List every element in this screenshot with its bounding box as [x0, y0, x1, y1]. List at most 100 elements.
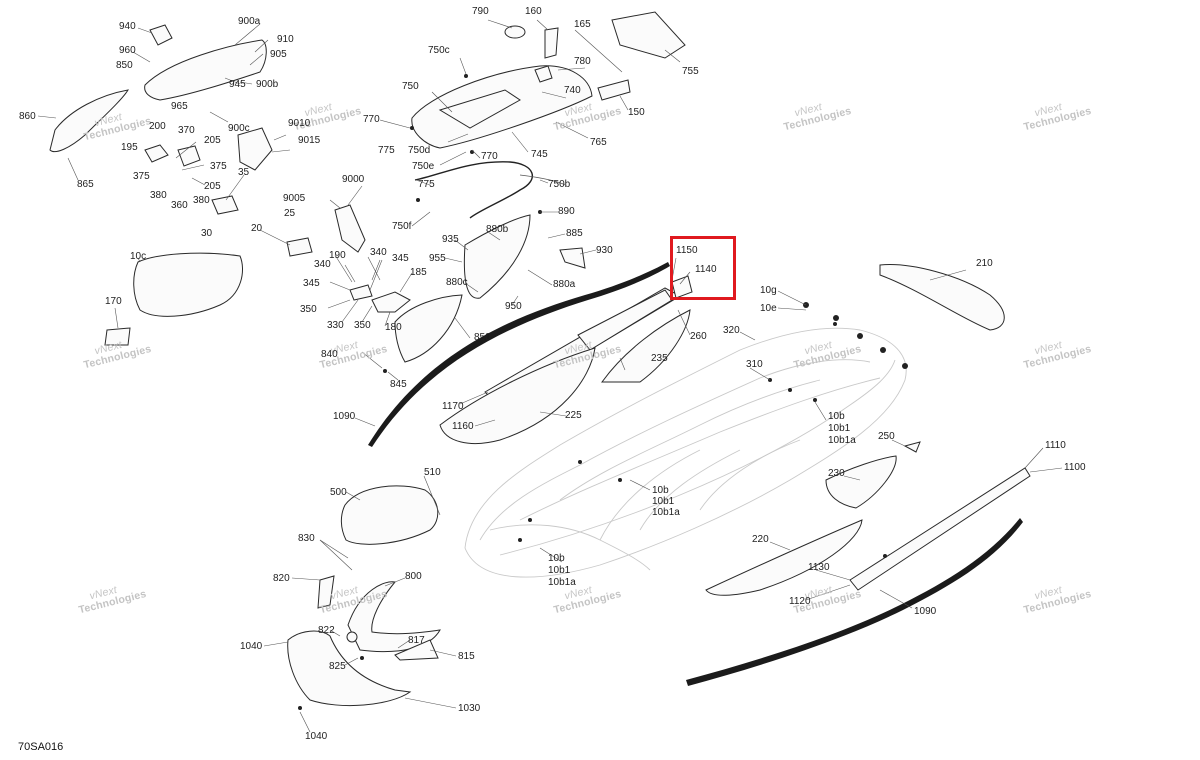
part-label: 10b1a — [828, 435, 856, 446]
part-label: 750e — [412, 161, 435, 172]
leader-lines — [37, 19, 1063, 733]
part-label: 230 — [828, 468, 845, 479]
part-label: 10b — [828, 411, 845, 422]
part-label: 160 — [525, 6, 542, 17]
trim-strips — [368, 262, 1023, 686]
part-label: 210 — [976, 258, 993, 269]
part-label: 370 — [178, 125, 195, 136]
part-label: 750d — [408, 145, 431, 156]
part-label: 745 — [531, 149, 548, 160]
part-label: 765 — [590, 137, 607, 148]
part-label: 880b — [486, 224, 509, 235]
part-label: 940 — [119, 21, 136, 32]
part-label: 320 — [723, 325, 740, 336]
part-label: 1100 — [1064, 462, 1086, 473]
part-label: 360 — [171, 200, 188, 211]
highlight-box — [670, 236, 736, 300]
part-label: 1030 — [458, 703, 481, 714]
part-label: 375 — [133, 171, 150, 182]
part-label: 235 — [651, 353, 668, 364]
part-label: 750 — [402, 81, 419, 92]
part-label: 250 — [878, 431, 895, 442]
part-label: 1110 — [1045, 440, 1066, 451]
part-label: 10b1a — [652, 507, 680, 518]
part-label: 310 — [746, 359, 763, 370]
part-label: 35 — [238, 167, 250, 178]
part-label: 340 — [314, 259, 331, 270]
part-label: 10e — [760, 303, 777, 314]
part-label: 900a — [238, 16, 261, 27]
part-label: 10c — [130, 251, 147, 262]
part-label: 885 — [566, 228, 583, 239]
part-label: 780 — [574, 56, 591, 67]
part-label: 345 — [303, 278, 320, 289]
part-label: 220 — [752, 534, 769, 545]
part-label: 860 — [19, 111, 36, 122]
part-label: 965 — [171, 101, 188, 112]
part-label: 150 — [628, 107, 645, 118]
part-label: 740 — [564, 85, 581, 96]
part-label: 500 — [330, 487, 347, 498]
part-label: 770 — [363, 114, 380, 125]
console-assembly — [49, 24, 273, 215]
part-label: 800 — [405, 571, 422, 582]
part-label: 1140 — [695, 264, 717, 275]
part-label: 900b — [256, 79, 279, 90]
storage-compartment — [411, 11, 686, 149]
part-label: 200 — [149, 121, 166, 132]
part-label: 1130 — [808, 562, 830, 573]
part-label: 830 — [298, 533, 315, 544]
part-label: 345 — [392, 253, 409, 264]
part-label: 750b — [548, 179, 571, 190]
part-label: 817 — [408, 635, 425, 646]
part-label: 170 — [105, 296, 122, 307]
part-label: 9010 — [288, 118, 311, 129]
part-label: 180 — [385, 322, 402, 333]
part-label: 1170 — [442, 401, 464, 412]
part-label: 330 — [327, 320, 344, 331]
part-label: 750f — [392, 221, 412, 232]
part-label: 960 — [119, 45, 136, 56]
part-label: 1040 — [240, 641, 263, 652]
deck-rails-and-pads — [439, 264, 1031, 596]
part-label: 820 — [273, 573, 290, 584]
part-label: 850 — [474, 332, 491, 343]
part-label: 1090 — [333, 411, 356, 422]
part-label: 10b1 — [548, 565, 571, 576]
part-label: 900c — [228, 123, 250, 134]
nose-parts — [287, 485, 441, 707]
cable-lines — [414, 161, 566, 219]
part-label: 10g — [760, 285, 777, 296]
hull-ghost-outline — [464, 327, 907, 578]
part-label: 350 — [354, 320, 371, 331]
part-label: 825 — [329, 661, 346, 672]
part-label: 10b — [548, 553, 565, 564]
part-label: 350 — [300, 304, 317, 315]
part-label: 822 — [318, 625, 335, 636]
part-label: 510 — [424, 467, 441, 478]
part-label: 890 — [558, 206, 575, 217]
part-label: 930 — [596, 245, 613, 256]
part-label: 865 — [77, 179, 94, 190]
part-label: 375 — [210, 161, 227, 172]
part-label: 205 — [204, 181, 221, 192]
part-label: 30 — [201, 228, 213, 239]
part-label: 840 — [321, 349, 338, 360]
part-label: 10b1a — [548, 577, 576, 588]
part-label: 195 — [121, 142, 138, 153]
part-label: 845 — [390, 379, 407, 390]
part-label: 775 — [418, 179, 435, 190]
part-label: 10b — [652, 485, 669, 496]
part-label: 770 — [481, 151, 498, 162]
part-label: 25 — [284, 208, 296, 219]
part-label: 850 — [116, 60, 133, 71]
part-label: 1150 — [676, 245, 698, 256]
hardware-fasteners — [298, 74, 908, 710]
part-label: 950 — [505, 301, 522, 312]
part-label: 790 — [472, 6, 489, 17]
part-label: 380 — [150, 190, 167, 201]
part-label: 9015 — [298, 135, 321, 146]
part-label: 1120 — [789, 596, 811, 607]
